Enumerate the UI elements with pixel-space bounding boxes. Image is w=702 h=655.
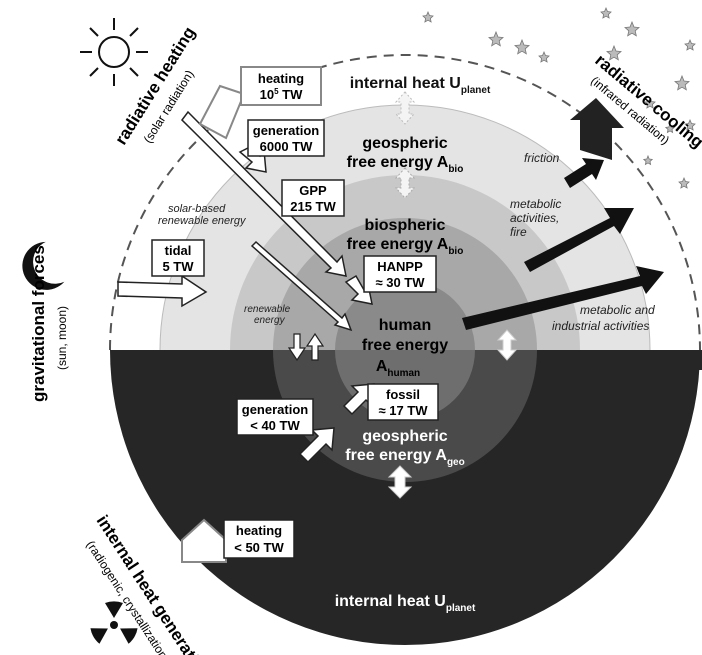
moon-icon bbox=[22, 241, 65, 290]
inflow-arrows bbox=[117, 84, 375, 563]
annot-metabolic-ind-1: metabolic and bbox=[580, 303, 655, 317]
box-gpp: GPP 215 TW bbox=[281, 179, 345, 217]
box-generation-top-line2: 6000 TW bbox=[260, 139, 313, 154]
metabolic-fire-arrow bbox=[524, 208, 634, 272]
radiation-icon bbox=[90, 601, 138, 644]
box-heating-solar-line2: 105 TW bbox=[260, 87, 303, 102]
metabolic-industrial-arrow bbox=[462, 266, 664, 330]
box-generation-bottom: generation < 40 TW bbox=[236, 398, 314, 436]
bio-label-2: free energy Abio bbox=[347, 236, 464, 257]
human-label-3: Ahuman bbox=[376, 358, 420, 379]
geo-bottom-label-2: free energy Ageo bbox=[345, 447, 464, 468]
renewable-down-arrow bbox=[287, 333, 307, 362]
tidal-arrow bbox=[117, 274, 208, 308]
solar-beams bbox=[181, 110, 353, 332]
box-hanpp-line1: HANPP bbox=[377, 259, 423, 274]
annot-metabolic-fire-3: fire bbox=[510, 225, 527, 239]
gravitational-sub: (sun, moon) bbox=[55, 306, 69, 370]
bottom-heat-label: internal heat Uplanet bbox=[335, 593, 476, 614]
renewable-arrows bbox=[287, 332, 325, 362]
box-heating-internal-line2: < 50 TW bbox=[234, 540, 284, 555]
box-tidal-line1: tidal bbox=[165, 243, 192, 258]
box-hanpp-line2: ≈ 30 TW bbox=[375, 275, 425, 290]
solar-beam-renewable bbox=[250, 240, 353, 332]
sun-icon bbox=[80, 18, 148, 86]
annot-renewable-1: renewable bbox=[244, 304, 291, 315]
geo-bottom-label-1: geospheric bbox=[362, 428, 447, 445]
geo-top-label-2: free energy Abio bbox=[347, 154, 464, 175]
human-label-2: free energy bbox=[362, 337, 448, 354]
box-generation-bottom-line2: < 40 TW bbox=[250, 418, 300, 433]
annot-metabolic-fire-1: metabolic bbox=[510, 197, 561, 211]
annotations: solar-based renewable energy renewable e… bbox=[158, 151, 655, 333]
exchange-arrows bbox=[387, 91, 518, 499]
annot-solar-based-1: solar-based bbox=[168, 203, 226, 215]
exchange-arrow-bio-human bbox=[496, 329, 518, 361]
solar-beam-gpp bbox=[181, 110, 347, 277]
friction-arrow bbox=[564, 158, 604, 188]
gravitational-title: gravitational forces bbox=[29, 245, 48, 402]
exchange-arrow-atmo-geo bbox=[394, 91, 416, 125]
box-fossil-line1: fossil bbox=[386, 387, 420, 402]
box-heating-solar: heating 105 TW bbox=[240, 66, 322, 106]
box-generation-top: generation 6000 TW bbox=[247, 119, 325, 157]
annot-metabolic-fire-2: activities, bbox=[510, 211, 559, 225]
radiative-cooling-arrow bbox=[570, 98, 624, 160]
side-label-gravitational: gravitational forces (sun, moon) bbox=[29, 245, 69, 402]
annot-renewable-2: energy bbox=[254, 315, 286, 326]
box-heating-solar-line1: heating bbox=[258, 71, 304, 86]
box-tidal: tidal 5 TW bbox=[151, 239, 205, 277]
bio-label-1: biospheric bbox=[365, 217, 446, 234]
renewable-up-arrow bbox=[305, 332, 325, 361]
annot-friction: friction bbox=[524, 151, 560, 165]
box-hanpp: HANPP ≈ 30 TW bbox=[363, 255, 437, 293]
box-gpp-line2: 215 TW bbox=[290, 199, 336, 214]
box-generation-top-line1: generation bbox=[253, 123, 320, 138]
hanpp-arrow bbox=[344, 274, 373, 305]
atmosphere-heat-label: internal heat Uplanet bbox=[350, 75, 491, 96]
box-heating-internal: heating < 50 TW bbox=[223, 519, 295, 559]
human-label-1: human bbox=[379, 317, 431, 334]
generation-bottom-arrow bbox=[298, 427, 335, 464]
geo-top-label-1: geospheric bbox=[362, 135, 447, 152]
annot-metabolic-ind-2: industrial activities bbox=[552, 319, 649, 333]
outflow-arrows bbox=[462, 98, 664, 330]
planet-boundary-dashed bbox=[109, 54, 701, 351]
box-tidal-line2: 5 TW bbox=[162, 259, 194, 274]
exchange-arrow-geo-bio bbox=[394, 167, 416, 199]
box-heating-internal-line1: heating bbox=[236, 523, 282, 538]
box-fossil: fossil ≈ 17 TW bbox=[367, 383, 439, 421]
annot-solar-based-2: renewable energy bbox=[158, 215, 247, 227]
box-fossil-line2: ≈ 17 TW bbox=[378, 403, 428, 418]
box-gpp-line1: GPP bbox=[299, 183, 327, 198]
exchange-arrow-geo-deep bbox=[387, 465, 413, 499]
box-generation-bottom-line1: generation bbox=[242, 402, 309, 417]
